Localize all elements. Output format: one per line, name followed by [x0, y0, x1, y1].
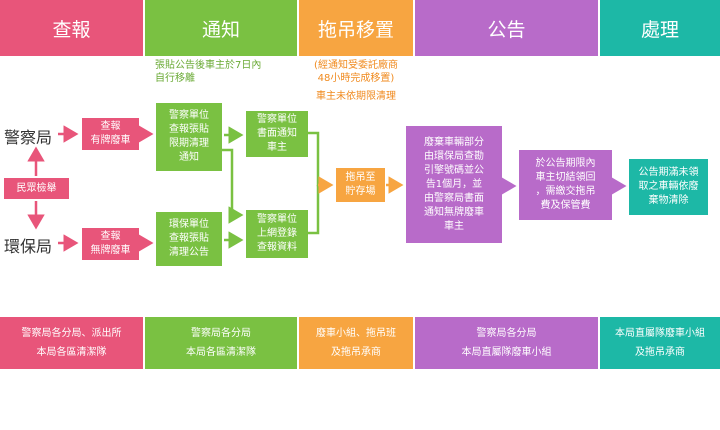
footer-tow-units: 廢車小組、拖吊班 及拖吊承商 — [299, 317, 413, 369]
note-owner-overdue: 車主未依期限清理 — [316, 91, 396, 102]
note-notice-period: 張貼公告後車主於7日內 自行移離 — [155, 60, 262, 84]
header-notify: 通知 — [145, 0, 297, 56]
box-check-plated: 查報 有牌廢車 — [82, 118, 139, 150]
box-tow-to-storage: 拖吊至 貯存場 — [336, 168, 385, 202]
footer-process-units: 本局直屬隊廢車小組 及拖吊承商 — [600, 317, 720, 369]
arrow-post-to-online — [222, 148, 244, 224]
box-police-post-notice: 警察單位 查報張貼 限期清理 通知 — [156, 103, 222, 171]
label-police-station: 警察局 — [4, 128, 53, 147]
footer-notify-units: 警察局各分局 本局各區清潔隊 — [145, 317, 297, 369]
box-citizen-report: 民眾檢舉 — [4, 178, 69, 199]
header-tow: 拖吊移置 — [299, 0, 413, 56]
label-epb: 環保局 — [4, 237, 53, 256]
footer-check-units: 警察局各分局、派出所 本局各區清潔隊 — [0, 317, 143, 369]
header-check: 查報 — [0, 0, 143, 56]
header-process: 處理 — [600, 0, 720, 56]
box-police-online-register: 警察單位 上網登錄 查報資料 — [246, 210, 308, 258]
arrow-online-to-tow — [308, 185, 320, 235]
box-epb-post-notice: 環保單位 查報張貼 清理公告 — [156, 212, 222, 266]
box-owner-reclaim: 於公告期限內 車主切結領回 ，需繳交拖吊 費及保管費 — [519, 150, 612, 220]
header-announce: 公告 — [415, 0, 598, 56]
box-check-unplated: 查報 無牌廢車 — [82, 228, 139, 260]
box-dispose-as-waste: 公告期滿未領 取之車輛依廢 棄物清除 — [629, 159, 708, 215]
box-announce-one-month: 廢棄車輛部分 由環保局查勘 引擎號碼並公 告1個月，並 由警察局書面 通知無牌廢… — [406, 126, 502, 243]
arrow-written-to-tow — [308, 131, 330, 187]
box-police-written-notice: 警察單位 書面通知 車主 — [246, 111, 308, 157]
footer-announce-units: 警察局各分局 本局直屬隊廢車小組 — [415, 317, 598, 369]
note-tow-deadline: (經通知受委託廠商 48小時完成移置) — [314, 60, 398, 84]
